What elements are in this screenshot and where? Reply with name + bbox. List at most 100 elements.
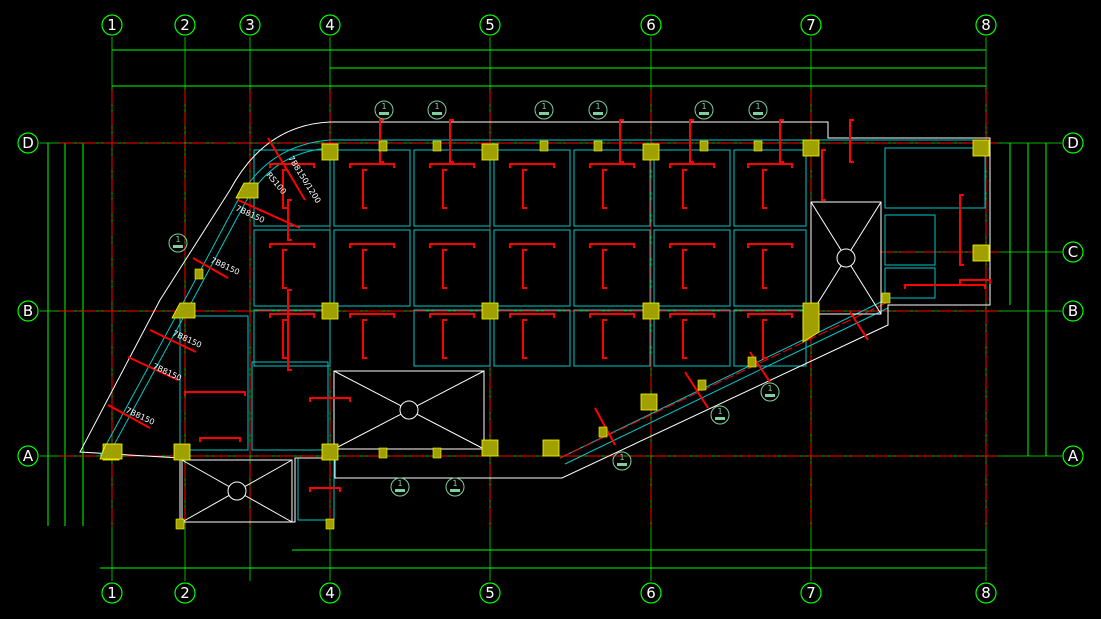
beam-bracket [269, 243, 315, 248]
section-marker-bar [593, 112, 603, 115]
column [802, 139, 820, 157]
room-wall [653, 149, 731, 227]
axis-bubble-bottom-7: 7 [806, 584, 816, 602]
axis-bubble-top-8-circle [975, 14, 997, 36]
column [99, 443, 123, 460]
axis-bubble-bottom-5: 5 [485, 584, 495, 602]
shaft-circle [227, 481, 247, 501]
column-small [747, 356, 757, 368]
axis-bubble-top-4-circle [319, 14, 341, 36]
column-small [432, 140, 442, 152]
section-marker-circle [748, 100, 768, 120]
column-small [378, 447, 388, 459]
axis-bubble-left-B: B [23, 302, 33, 320]
beam-section-line [127, 356, 179, 381]
column [321, 302, 339, 320]
beam-bracket [184, 391, 246, 396]
beam-bracket [362, 319, 367, 359]
shaft-circle [399, 400, 419, 420]
axis-bubble-left-A-circle [17, 445, 39, 467]
shaft-outline [333, 370, 485, 450]
beam-section-line [684, 371, 709, 409]
beam-bracket [522, 249, 527, 289]
beam-bracket [959, 279, 991, 284]
beam-bracket [689, 119, 694, 163]
beam-bracket [509, 313, 555, 318]
room-wall [884, 147, 986, 209]
beam-bracket [821, 149, 826, 201]
axis-bubble-bottom-2-circle [174, 582, 196, 604]
section-marker-circle [694, 100, 714, 120]
beam-bracket [269, 163, 315, 168]
beam-line [559, 301, 889, 459]
beam-bracket [349, 243, 395, 248]
column [640, 393, 658, 411]
beam-bracket [682, 249, 687, 289]
axis-bubble-left-A: A [23, 447, 34, 465]
beam-bracket [747, 313, 793, 318]
beam-bracket [669, 313, 715, 318]
beam-bracket [349, 313, 395, 318]
column [542, 439, 560, 457]
building-outline [79, 121, 991, 523]
section-marker-circle [445, 477, 465, 497]
room-wall [884, 267, 936, 299]
section-marker-number: 1 [397, 479, 402, 488]
axis-bubble-top-2-circle [174, 14, 196, 36]
axis-bubble-top-1: 1 [107, 16, 117, 34]
beam-bracket [762, 249, 767, 289]
beam-bracket [522, 319, 527, 359]
beam-bracket [589, 243, 635, 248]
section-marker-circle [612, 451, 632, 471]
wall-line [564, 307, 889, 465]
beam-bracket [747, 163, 793, 168]
axis-bubble-left-D: D [22, 134, 34, 152]
beam-bracket [779, 119, 784, 163]
axis-bubble-right-D: D [1067, 134, 1079, 152]
column-small [881, 292, 891, 304]
section-marker-number: 1 [717, 407, 722, 416]
beam-bracket [269, 313, 315, 318]
beam-bracket [762, 319, 767, 359]
axis-bubble-right-A: A [1068, 447, 1079, 465]
structural-columns [99, 139, 990, 530]
beam-section-line [192, 257, 229, 279]
beam-bracket [602, 319, 607, 359]
axis-bubble-right-C: C [1068, 243, 1078, 261]
beam-bracket [449, 119, 454, 163]
section-marker-circle [760, 382, 780, 402]
axis-bubble-bottom-8: 8 [981, 584, 991, 602]
section-marker-bar [699, 112, 709, 115]
room-wall [573, 149, 651, 227]
section-marker-circle [168, 233, 188, 253]
room-wall [573, 309, 651, 367]
section-marker-circle [374, 100, 394, 120]
rs-label: RS100 [264, 171, 288, 197]
room-wall [884, 214, 936, 266]
section-marker-number: 1 [619, 453, 624, 462]
axis-bubble-bottom-5-circle [479, 582, 501, 604]
column-small [539, 140, 549, 152]
axis-bubble-right-D-circle [1062, 132, 1084, 154]
section-marker-circle [427, 100, 447, 120]
column-small [325, 518, 335, 530]
column [642, 302, 660, 320]
beam-bracket [589, 163, 635, 168]
axis-bubble-top-6-circle [640, 14, 662, 36]
room-wall [179, 315, 249, 451]
beam-bracket [509, 163, 555, 168]
beam-bracket [589, 313, 635, 318]
beam-section-line [594, 407, 616, 446]
beam-bracket [199, 437, 241, 442]
room-wall [493, 149, 571, 227]
axis-bubble-right-A-circle [1062, 445, 1084, 467]
beam-bracket [442, 249, 447, 289]
section-marker-number: 1 [175, 235, 180, 244]
column [235, 182, 259, 199]
section-marker-bar [432, 112, 442, 115]
beam-bracket [282, 249, 287, 289]
axis-bubble-top-1-circle [101, 14, 123, 36]
axis-bubble-bottom-6-circle [640, 582, 662, 604]
